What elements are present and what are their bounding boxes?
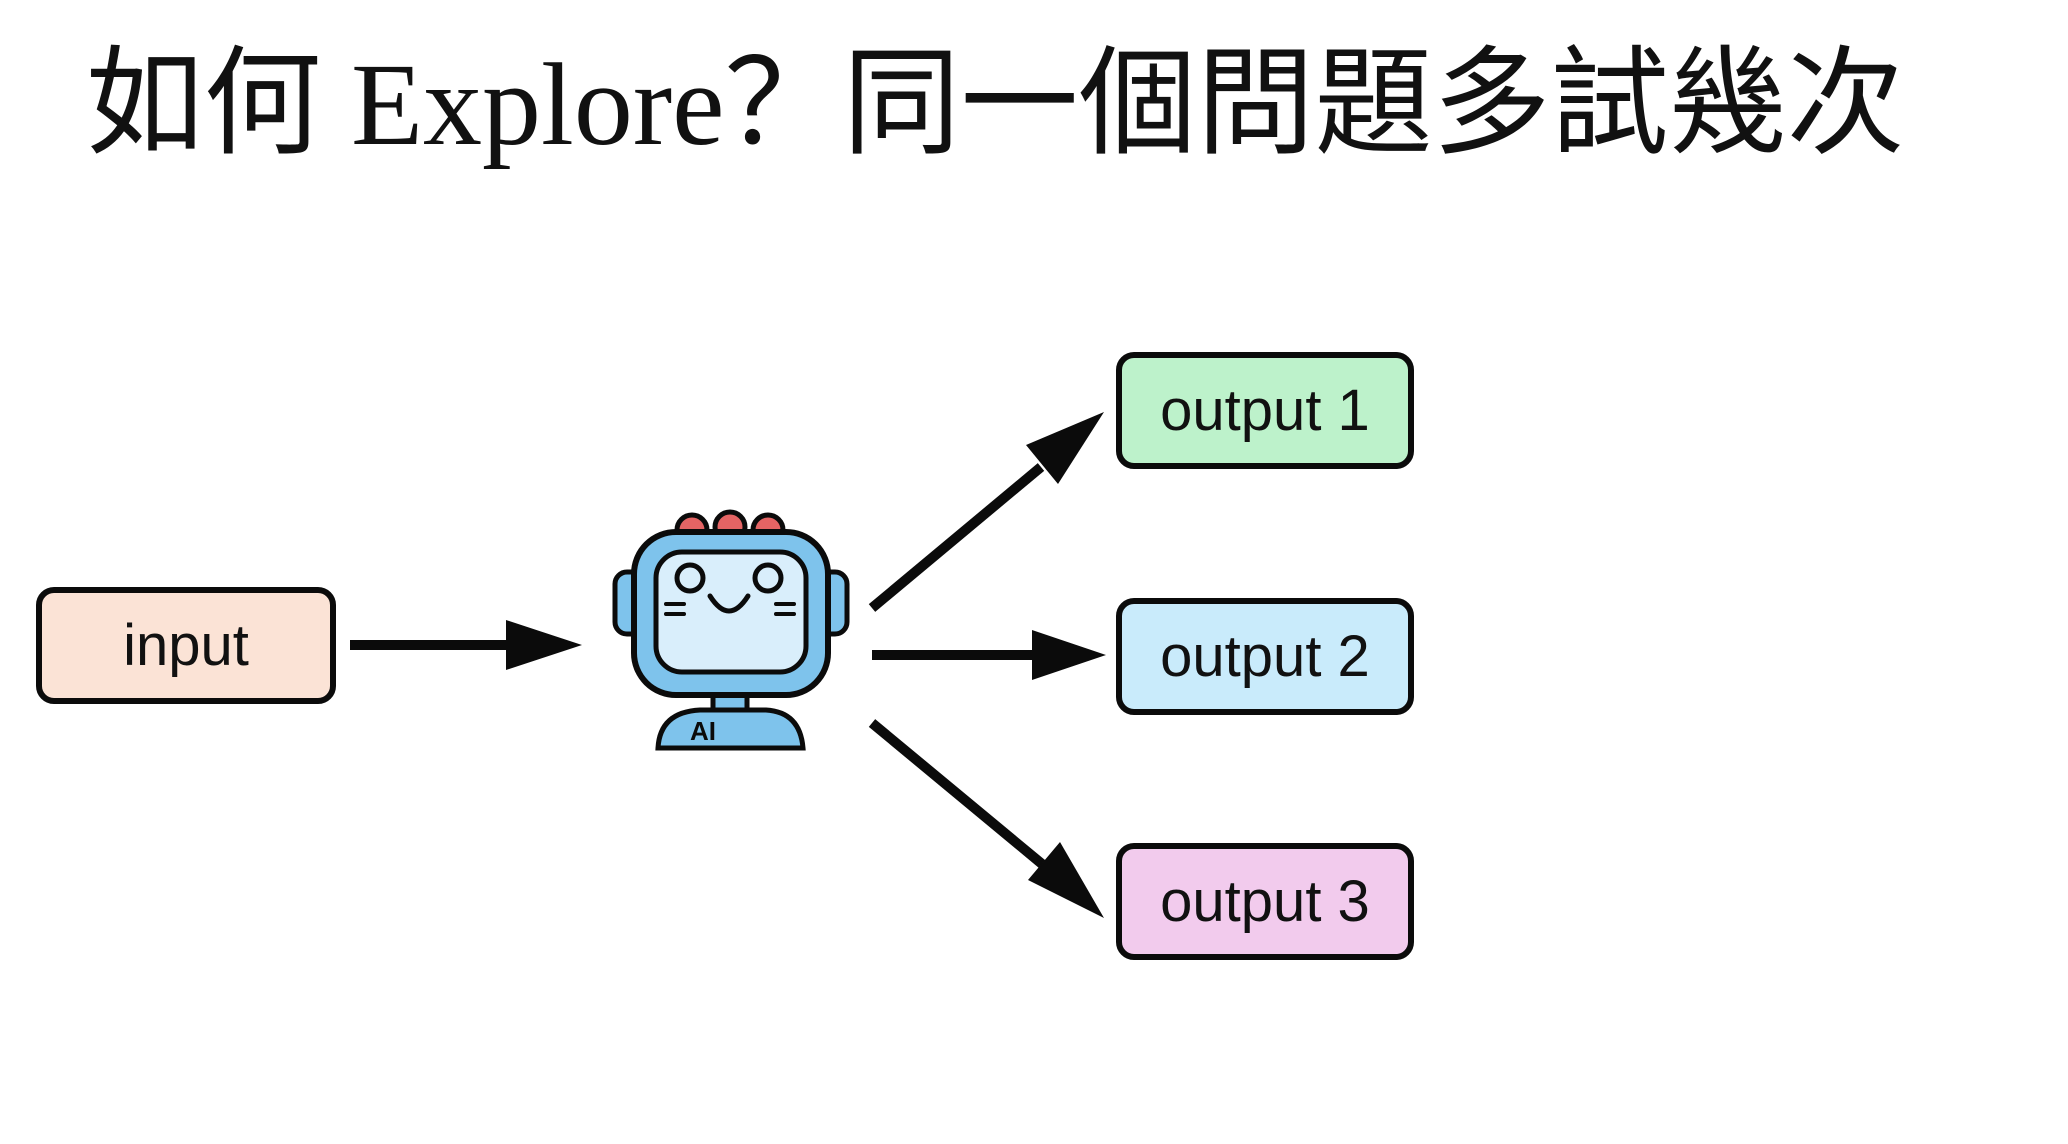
output-label-3: output 3 (1160, 869, 1370, 934)
output-box-3: output 3 (1116, 843, 1414, 960)
arrow-ai-to-output-3 (868, 719, 1104, 918)
output-box-1: output 1 (1116, 352, 1414, 469)
input-box: input (36, 587, 336, 704)
robot-smile (707, 593, 751, 614)
output-label-1: output 1 (1160, 378, 1370, 443)
robot-eye-right (752, 562, 784, 594)
output-box-2: output 2 (1116, 598, 1414, 715)
input-label: input (123, 613, 249, 678)
robot-badge: AI (690, 716, 716, 746)
ai-robot-icon: AI (612, 509, 850, 751)
robot-eye-left (674, 562, 706, 594)
arrow-ai-to-output-2 (872, 630, 1106, 680)
robot-body (655, 707, 806, 751)
page-title: 如何 Explore？同一個問題多試幾次 (85, 39, 1905, 170)
arrow-ai-to-output-1 (868, 412, 1104, 612)
arrow-input-to-ai (350, 620, 582, 670)
output-label-2: output 2 (1160, 624, 1370, 689)
